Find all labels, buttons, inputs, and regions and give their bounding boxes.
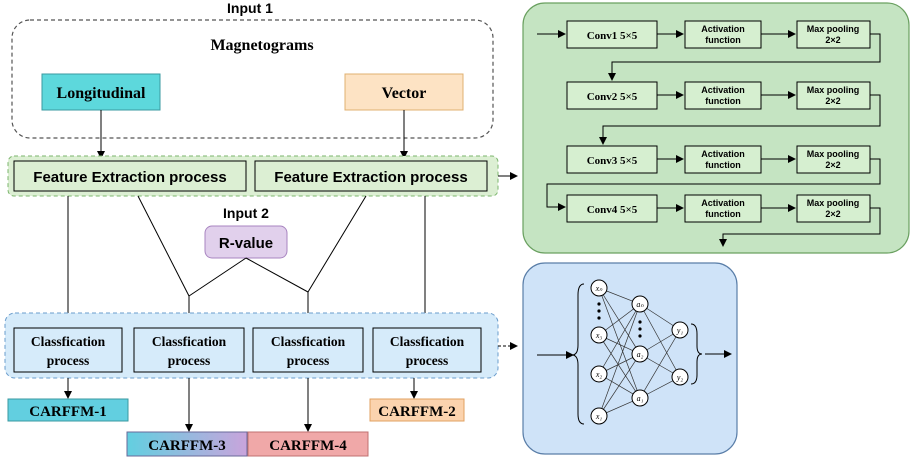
nn-hidden-neuron — [631, 345, 649, 363]
classification-1-line2: process — [47, 353, 90, 368]
nn-input-brace — [571, 283, 585, 425]
activation2-line1: Activation — [701, 85, 745, 95]
carffm3-label: CARFFM-3 — [148, 438, 225, 454]
classification-3-line1: Classfication — [271, 334, 346, 349]
conv3-box — [566, 145, 658, 174]
activation1-line1: Activation — [701, 24, 745, 34]
activation3-line2: function — [705, 160, 741, 170]
cnn-connector-3 — [546, 158, 881, 211]
classification-box-3 — [252, 327, 364, 373]
connector-lines — [64, 195, 429, 326]
nn-output-neuron — [671, 321, 689, 339]
longitudinal-label: Longitudinal — [57, 85, 146, 102]
cnn-connector-2 — [599, 94, 881, 145]
maxpool4-line2: 2×2 — [825, 209, 840, 219]
conv2-box — [566, 81, 658, 110]
output-arrows — [64, 378, 418, 432]
carffm2-box — [369, 398, 465, 422]
carffm1-label: CARFFM-1 — [29, 404, 106, 420]
classification-4-line1: Classfication — [390, 334, 465, 349]
maxpool3-box — [796, 145, 871, 174]
rvalue-label: R-value — [219, 235, 273, 252]
feature-extraction-right-label: Feature Extraction process — [274, 169, 467, 186]
feature-extraction-left-label: Feature Extraction process — [33, 169, 226, 186]
cnn-output-arrow — [719, 207, 881, 247]
classification-1-line1: Classfication — [31, 334, 106, 349]
nn-hidden-label: a₁ — [637, 394, 644, 403]
maxpool4-box — [796, 194, 871, 223]
maxpool1-line2: 2×2 — [825, 35, 840, 45]
activation2-box — [684, 81, 762, 110]
nn-hidden-ellipsis — [638, 320, 642, 338]
longitudinal-box — [41, 73, 161, 111]
classification-box-1 — [13, 327, 123, 373]
nn-output-neuron — [671, 368, 689, 386]
nn-input-label: x₁ — [595, 412, 603, 421]
carffm4-box — [247, 431, 369, 457]
maxpool3-line2: 2×2 — [825, 160, 840, 170]
nn-hidden-neuron — [631, 295, 649, 313]
magnetograms-group — [11, 19, 494, 139]
activation1-line2: function — [705, 35, 741, 45]
nn-hidden-neuron — [631, 389, 649, 407]
nn-input-ellipsis — [597, 302, 601, 320]
conv3-label: Conv3 5×5 — [587, 155, 638, 167]
classification-2-line1: Classfication — [152, 334, 227, 349]
carffm3-box — [126, 431, 248, 457]
nn-input-label: x₃ — [595, 331, 603, 340]
maxpool2-line2: 2×2 — [825, 96, 840, 106]
nn-output-label: y₂ — [676, 373, 684, 382]
classification-3-line2: process — [287, 353, 330, 368]
input2-title: Input 2 — [223, 205, 269, 221]
carffm2-label: CARFFM-2 — [378, 404, 455, 420]
maxpool1-line1: Max pooling — [807, 24, 860, 34]
carffm4-label: CARFFM-4 — [269, 438, 347, 454]
conv2-label: Conv2 5×5 — [587, 91, 638, 103]
conv1-box — [566, 20, 658, 49]
nn-input-neuron — [590, 326, 608, 344]
vector-label: Vector — [382, 85, 427, 102]
vector-box — [344, 73, 464, 111]
activation3-box — [684, 145, 762, 174]
classification-box-4 — [372, 327, 482, 373]
nn-input-label: xₙ — [595, 284, 604, 293]
cnn-panel — [522, 2, 910, 254]
nn-output-brace — [690, 323, 703, 385]
nn-input-neuron — [590, 365, 608, 383]
magnetograms-label: Magnetograms — [210, 37, 313, 54]
conv4-label: Conv4 5×5 — [587, 204, 638, 216]
activation1-box — [684, 20, 762, 49]
classification-box-2 — [133, 327, 245, 373]
nn-input-label: x₂ — [595, 370, 603, 379]
maxpool2-box — [796, 81, 871, 110]
activation3-line1: Activation — [701, 149, 745, 159]
maxpool4-line1: Max pooling — [807, 198, 860, 208]
activation4-line2: function — [705, 209, 741, 219]
feature-extraction-right-box — [254, 160, 488, 192]
nn-input-neuron — [590, 407, 608, 425]
carffm1-box — [7, 398, 129, 422]
nn-hidden-label: a₂ — [637, 350, 644, 359]
nn-input-neuron — [590, 279, 608, 297]
maxpool3-line1: Max pooling — [807, 149, 860, 159]
input1-title: Input 1 — [227, 0, 273, 16]
feature-extraction-left-box — [13, 160, 247, 192]
nn-output-label: y₁ — [676, 326, 684, 335]
nn-hidden-label: aₙ — [636, 300, 644, 309]
maxpool2-line1: Max pooling — [807, 85, 860, 95]
activation4-line1: Activation — [701, 198, 745, 208]
activation2-line2: function — [705, 96, 741, 106]
conv1-label: Conv1 5×5 — [587, 30, 638, 42]
cnn-connector-1 — [608, 33, 881, 81]
classification-4-line2: process — [406, 353, 449, 368]
classification-2-line2: process — [168, 353, 211, 368]
